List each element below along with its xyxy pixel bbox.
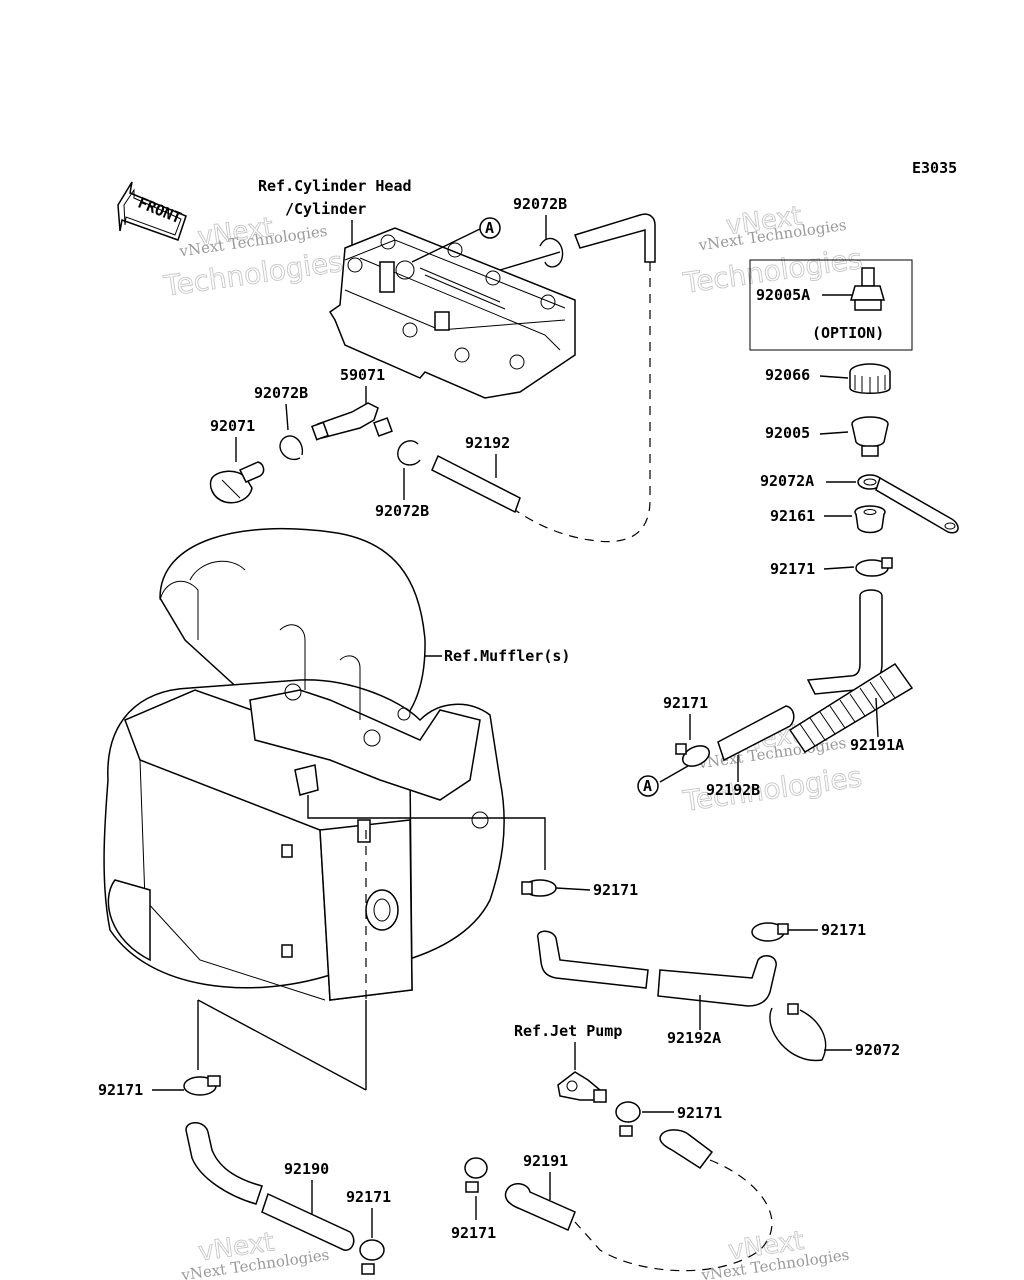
part-92171-mid-label: 92171 [663, 694, 708, 712]
part-92072B-left-label: 92072B [254, 384, 308, 402]
hose-upper-elbow [574, 213, 656, 263]
part-92171-right-label: 92171 [770, 560, 815, 578]
part-92171-bottom2-label: 92171 [451, 1224, 496, 1242]
nipple-92005A-icon [850, 267, 885, 311]
part-92190-label: 92190 [284, 1160, 329, 1178]
part-92072A-label: 92072A [760, 472, 814, 490]
part-92072B-top-label: 92072B [513, 195, 567, 213]
option-box [749, 259, 913, 351]
hose-92192B [717, 705, 795, 762]
strap-92072A-icon [857, 474, 959, 534]
front-arrow-icon: FRONT [117, 181, 187, 241]
part-92171-leftlow-label: 92171 [98, 1081, 143, 1099]
part-92192B-label: 92192B [706, 781, 760, 799]
hose-92192A-right [657, 955, 777, 1007]
hose-92190-bend [185, 1122, 263, 1205]
part-92171-center-label: 92171 [593, 881, 638, 899]
part-92171-jp-label: 92171 [677, 1104, 722, 1122]
option-label: (OPTION) [812, 324, 884, 342]
clamp-92171-mid-icon [675, 743, 710, 767]
part-92005-label: 92005 [765, 424, 810, 442]
part-92005A-label: 92005A [756, 286, 810, 304]
band-92072-icon [769, 1003, 827, 1062]
clamp-92072B-top-icon [539, 237, 564, 268]
part-92192-label: 92192 [465, 434, 510, 452]
cylinder-head-drawing [328, 227, 576, 399]
clamp-92171-rightlow-icon [751, 922, 789, 942]
diagram-code: E3035 [912, 159, 957, 177]
hose-92192A-left [537, 930, 649, 989]
cap-92066-icon [849, 363, 891, 394]
part-92171-bottom-label: 92171 [346, 1188, 391, 1206]
hose-92191 [504, 1183, 576, 1232]
clamp-92072B-left-icon [279, 435, 304, 461]
clamp-92072B-mid-icon [397, 440, 421, 466]
svg-text:A: A [485, 219, 494, 237]
hose-jet-pump [659, 1129, 714, 1170]
clamp-92171-right-icon [855, 557, 893, 577]
watermark-bottom-right: vNext vNext Technologies [699, 1225, 850, 1280]
part-92191A-label: 92191A [850, 736, 904, 754]
part-92066-label: 92066 [765, 366, 810, 384]
part-92161-label: 92161 [770, 507, 815, 525]
marker-a-right: A [637, 775, 659, 797]
ref-jet-pump-label: Ref.Jet Pump [514, 1022, 622, 1040]
clamp-92171-jp-icon [615, 1101, 641, 1137]
hose-92191A-corrugated [788, 662, 914, 754]
muffler-drawing [103, 527, 505, 1001]
ref-cylinder-label: /Cylinder [285, 200, 366, 218]
part-59071-label: 59071 [340, 366, 385, 384]
svg-text:A: A [643, 777, 652, 795]
clamp-92171-bottom2-icon [464, 1157, 488, 1193]
cap-92071-icon [209, 461, 265, 504]
grommet-92161-icon [854, 505, 886, 534]
fitting-92005-icon [851, 416, 889, 457]
clamp-92171-bottom-icon [359, 1239, 385, 1275]
clamp-92171-leftlow-icon [183, 1075, 221, 1096]
jet-pump-fitting-icon [557, 1071, 607, 1103]
ref-muffler-label: Ref.Muffler(s) [444, 647, 570, 665]
part-92171-rightlow-label: 92171 [821, 921, 866, 939]
part-92072-label: 92072 [855, 1041, 900, 1059]
fitting-59071-icon [311, 402, 393, 441]
part-92192A-label: 92192A [667, 1029, 721, 1047]
ref-cylinder-head-label: Ref.Cylinder Head [258, 177, 412, 195]
hose-92190-straight [261, 1192, 355, 1251]
part-92071-label: 92071 [210, 417, 255, 435]
marker-a-top: A [479, 217, 501, 239]
part-92191-label: 92191 [523, 1152, 568, 1170]
clamp-92171-center-icon [521, 879, 557, 897]
part-92072B-mid-label: 92072B [375, 502, 429, 520]
watermark-top-right: vNext vNext Technologies Technologies [680, 201, 865, 301]
hose-92192 [431, 454, 521, 514]
